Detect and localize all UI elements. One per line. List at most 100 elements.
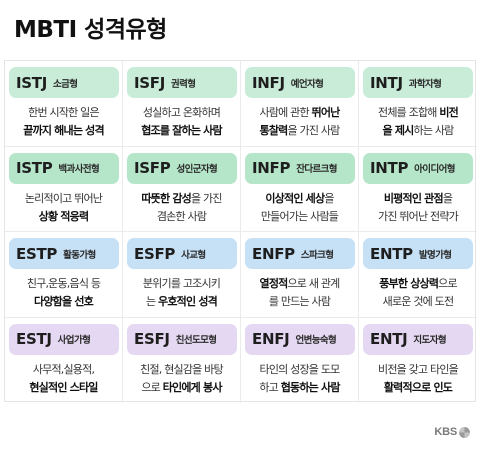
description-text: 타인에게 봉사 <box>162 380 223 394</box>
type-nickname: 권력형 <box>171 78 196 90</box>
description-text: 협동하는 사람 <box>280 380 341 394</box>
type-code: ISFJ <box>134 73 166 92</box>
description-text: 현실적인 스타일 <box>29 380 98 394</box>
description-text: 를 만드는 사람 <box>268 295 331 308</box>
type-nickname: 아이디어형 <box>414 164 455 175</box>
type-nickname: 과학자형 <box>408 78 442 90</box>
description-text: 을 <box>324 191 334 205</box>
description-line: 한번 시작한 일은 <box>5 104 122 122</box>
description-text: 하고 <box>259 380 281 394</box>
description-text: 타인의 성장을 도모 <box>259 362 341 376</box>
description-text: 을 제시 <box>382 124 415 137</box>
description-line: 친구,운동,음식 등 <box>5 275 122 293</box>
type-code: ISTJ <box>16 73 47 92</box>
description-line: 사람에 관한 뛰어난 <box>241 104 358 122</box>
description-text: 이상적인 세상 <box>265 191 325 205</box>
type-nickname: 성인군자형 <box>176 164 218 175</box>
description-text: 비평적인 관점 <box>383 191 444 205</box>
type-header: ISTP 백과사전형 <box>9 152 119 184</box>
description-line: 비평적인 관점을 <box>359 190 477 208</box>
logo-text: KBS <box>434 426 457 438</box>
type-code: ISFP <box>134 159 171 177</box>
description-line: 상황 적응력 <box>5 208 122 226</box>
description-text: 만들어가는 사람들 <box>260 209 339 223</box>
description-line: 협조를 잘하는 사람 <box>123 122 240 140</box>
description-text: 풍부한 상상력 <box>379 277 439 290</box>
description-text: 따뜻한 감성 <box>141 191 191 205</box>
type-code: ENFJ <box>252 330 290 348</box>
description-line: 다양함을 선호 <box>5 293 122 311</box>
description-line: 하고 협동하는 사람 <box>241 379 358 397</box>
description-text: 사무적,실용적, <box>32 362 95 376</box>
description-text: 우호적인 성격 <box>158 295 218 308</box>
type-nickname: 발명가형 <box>418 249 452 261</box>
type-code: ENTP <box>370 244 413 263</box>
description-line: 현실적인 스타일 <box>5 379 122 397</box>
type-header: ENTP 발명가형 <box>363 238 473 269</box>
description-text: 비전을 갖고 타인을 <box>378 362 459 376</box>
description-line: 분위기를 고조시키 <box>123 275 240 293</box>
type-nickname: 사업가형 <box>57 335 91 346</box>
type-code: ESTP <box>16 244 58 263</box>
type-nickname: 백과사전형 <box>58 164 100 175</box>
description-line: 가진 뛰어난 전략가 <box>359 208 477 226</box>
type-code: INTP <box>370 159 409 177</box>
description-text: 끝까지 해내는 성격 <box>23 124 104 137</box>
type-code: INFP <box>252 159 291 177</box>
description-text: 상황 적응력 <box>38 209 89 223</box>
description-text: 새로운 것에 도전 <box>382 295 454 308</box>
description-text: 성실하고 온화하며 <box>142 106 221 119</box>
description-text: 을 가진 사람 <box>287 124 340 137</box>
description-line: 친절, 현실감을 바탕 <box>123 361 240 379</box>
description-line: 사무적,실용적, <box>5 361 122 379</box>
description-text: 으로 <box>141 380 163 394</box>
description-line: 활력적으로 인도 <box>359 379 477 397</box>
type-header: INFJ 예언자형 <box>245 67 355 98</box>
kbs-logo-icon <box>459 426 470 438</box>
type-nickname: 예언자형 <box>290 78 324 90</box>
description-text: 논리적이고 뛰어난 <box>24 191 103 205</box>
type-code: ISTP <box>16 159 53 177</box>
type-nickname: 지도자형 <box>413 335 446 346</box>
description-text: 한번 시작한 일은 <box>28 106 99 119</box>
type-nickname: 친선도모형 <box>175 335 217 346</box>
description-line: 으로 타인에게 봉사 <box>123 379 240 397</box>
description-line: 논리적이고 뛰어난 <box>5 190 122 208</box>
description-text: 친구,운동,음식 등 <box>26 277 101 290</box>
type-nickname: 스파크형 <box>300 249 334 261</box>
description-text: 열정적 <box>259 277 289 290</box>
description-text: 겸손한 사람 <box>156 209 207 223</box>
description-text: 가진 뛰어난 전략가 <box>378 209 459 223</box>
description-text: 친절, 현실감을 바탕 <box>140 362 223 376</box>
description-text: 사람에 관한 <box>259 106 312 119</box>
type-nickname: 사교형 <box>181 249 206 261</box>
description-line: 끝까지 해내는 성격 <box>5 122 122 140</box>
description-text: 다양함을 선호 <box>34 295 94 308</box>
description-text: 협조를 잘하는 사람 <box>141 124 222 137</box>
description-text: 으로 <box>438 277 457 290</box>
type-code: INFJ <box>252 73 285 92</box>
